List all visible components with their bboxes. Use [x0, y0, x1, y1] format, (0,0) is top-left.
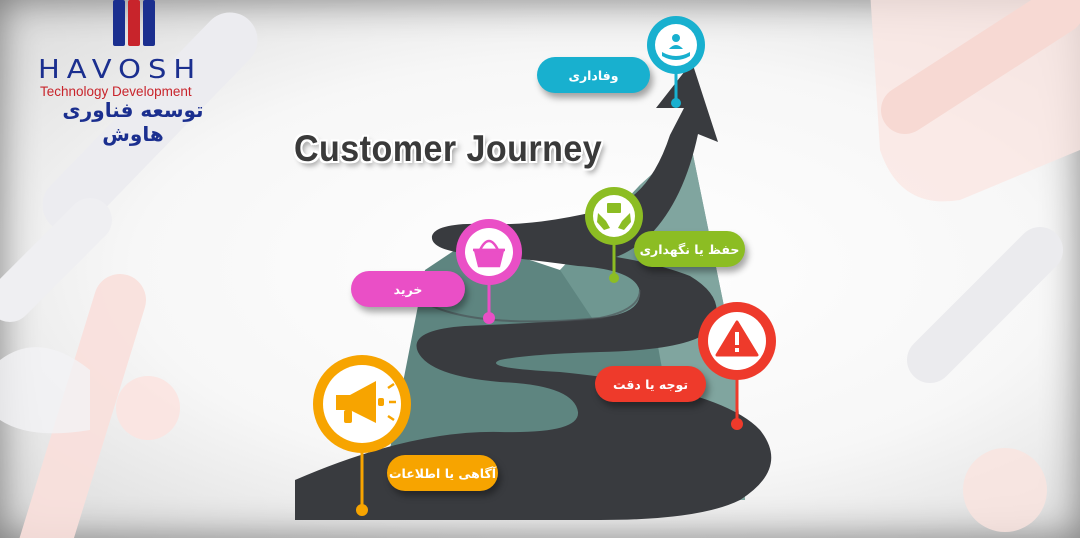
company-logo: HAVOSH Technology Development توسعه فناو…	[38, 0, 233, 146]
logo-wordmark: HAVOSH	[38, 53, 203, 85]
pin-stems	[356, 70, 743, 516]
attention-marker	[698, 302, 776, 380]
logo-mark-icon	[113, 0, 155, 46]
logo-subtitle: Technology Development	[40, 84, 192, 99]
stage-label-retention: حفظ یا نگهداری	[634, 231, 745, 267]
shopping-basket-icon	[473, 239, 505, 268]
winding-road	[295, 62, 772, 520]
stage-label-attention: توجه یا دقت	[595, 366, 706, 402]
stage-label-purchase: خرید	[351, 271, 465, 307]
hands-holding-box-icon	[597, 203, 631, 230]
awareness-marker	[313, 355, 411, 453]
stage-label-loyalty: وفاداری	[537, 57, 650, 93]
hand-holding-person-icon	[662, 34, 690, 60]
stage-label-awareness: آگاهی یا اطلاعات	[387, 455, 498, 491]
loyalty-marker	[647, 16, 705, 74]
retention-marker	[585, 187, 643, 245]
warning-icon	[715, 320, 759, 357]
purchase-marker	[456, 219, 522, 285]
logo-persian-name: توسعه فناوری هاوش	[62, 98, 204, 146]
megaphone-icon	[336, 381, 396, 423]
diagram-title: Customer Journey	[294, 128, 603, 169]
